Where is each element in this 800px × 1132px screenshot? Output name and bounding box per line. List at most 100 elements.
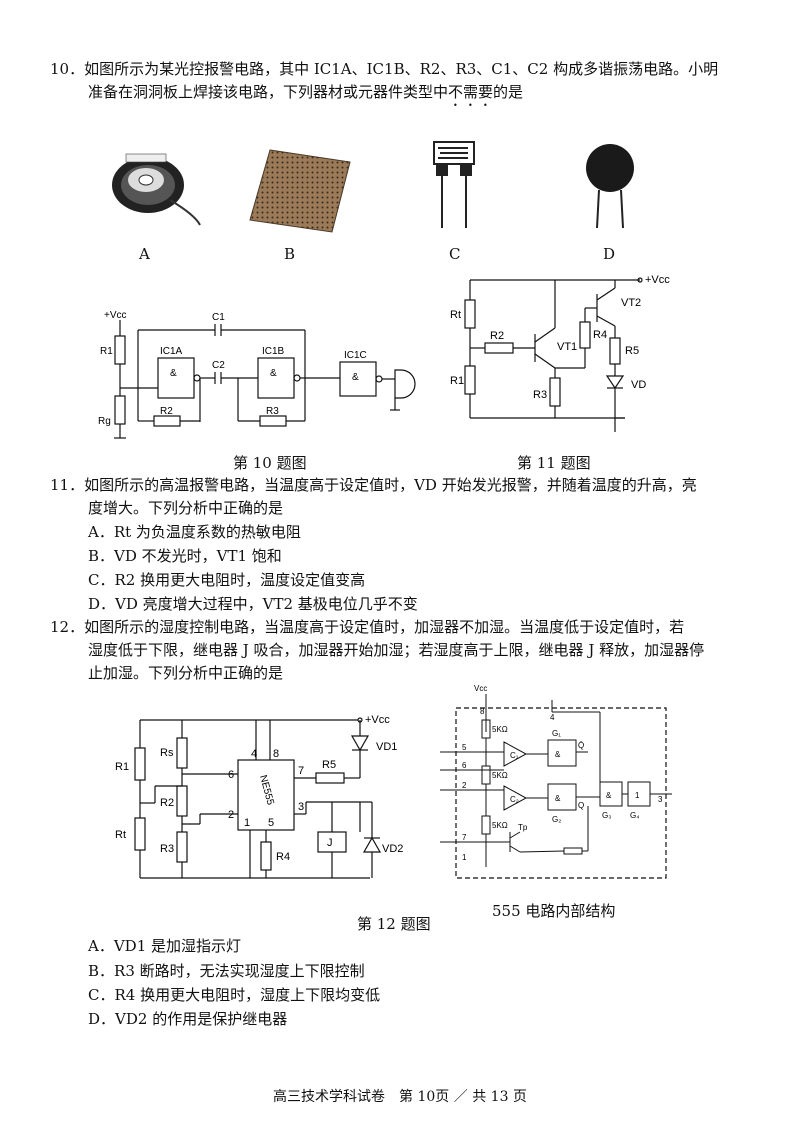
fig12-rt-label: Rt	[115, 829, 126, 841]
q10-component-pictures	[112, 141, 634, 233]
fig12-pin2: 2	[228, 809, 234, 821]
choice-d-label: D	[603, 245, 616, 263]
ne555-not-g4: 1	[635, 791, 640, 800]
fig12-r3-label: R3	[160, 843, 174, 855]
fig12-vcc-label: +Vcc	[365, 714, 390, 726]
fig12-r1-label: R1	[115, 761, 129, 773]
fig12-caption: 第 12 题图	[357, 915, 431, 933]
fig11-r5-label: R5	[625, 345, 639, 357]
fig10-vcc-label: +Vcc	[104, 310, 127, 321]
fig10-rg-label: Rg	[98, 416, 111, 427]
ne555-qbar: Q̄	[578, 741, 584, 750]
fig10-and-c: &	[352, 372, 359, 383]
fig10-circuit: +Vcc R1 Rg C1 C2 R2 R3 IC1A IC1B IC1C & …	[98, 310, 416, 439]
ne555-res-1: 5KΩ	[492, 725, 508, 734]
ne555-pin8: 8	[480, 707, 485, 716]
q10-line1: 10．如图所示为某光控报警电路，其中 IC1A、IC1B、R2、R3、C1、C2…	[50, 60, 719, 78]
q11-option-c: C．R2 换用更大电阻时，温度设定值变高	[88, 571, 366, 589]
ne555-pin2: 2	[462, 781, 467, 790]
q12-option-d: D．VD2 的作用是保护继电器	[88, 1010, 288, 1028]
ne555-q: Q	[578, 801, 584, 810]
q10-line2-post: 的是	[493, 83, 524, 101]
fig11-r2-label: R2	[490, 330, 504, 342]
ne555-res-3: 5KΩ	[492, 821, 508, 830]
fig11-r3-label: R3	[533, 389, 547, 401]
fig12-pin8: 8	[273, 748, 279, 760]
choice-c-label: C	[449, 245, 461, 263]
ne555-gate-g4: G₄	[630, 811, 640, 820]
fig12-pin1: 1	[244, 817, 250, 829]
q10-line2: 准备在洞洞板上焊接该电路，下列器材或元器件类型中不需要的是	[88, 81, 523, 110]
solder-spool-image	[112, 153, 201, 226]
fig11-vcc-label: +Vcc	[645, 274, 670, 286]
ne555-internal-diagram: Vcc 8 4 5 6 2 7 1 3 5KΩ 5KΩ 5KΩ C₁ C₂ G₁…	[440, 684, 672, 879]
fig10-c2-label: C2	[212, 360, 225, 371]
fig12-pin5: 5	[268, 817, 274, 829]
q11-option-b: B．VD 不发光时，VT1 饱和	[88, 547, 282, 565]
fig12-pin3: 3	[298, 801, 304, 813]
ne555-pin1: 1	[462, 853, 467, 862]
fig10-ic1a-label: IC1A	[160, 346, 183, 357]
fig11-caption: 第 11 题图	[517, 454, 591, 472]
ne555-pin3: 3	[658, 795, 663, 804]
thermistor-image	[586, 144, 634, 229]
ne555-and-g3: &	[606, 791, 612, 800]
fig11-rt-label: Rt	[450, 309, 461, 321]
ne555-pin5: 5	[462, 743, 467, 752]
fig11-vt1-label: VT1	[557, 341, 577, 353]
fig12-vd1-label: VD1	[376, 741, 397, 753]
ne555-gate-g3: G₃	[602, 811, 611, 820]
q12-option-c: C．R4 换用更大电阻时，湿度上下限均变低	[88, 986, 381, 1004]
fig11-r1-label: R1	[450, 375, 464, 387]
q11-line2: 度增大。下列分析中正确的是	[88, 499, 284, 517]
q12-line3: 止加湿。下列分析中正确的是	[88, 664, 284, 682]
fig10-ic1c-label: IC1C	[344, 350, 367, 361]
fig11-vd-label: VD	[631, 379, 646, 391]
fig12-r2-label: R2	[160, 797, 174, 809]
ne555-comparator-c1: C₁	[510, 751, 519, 760]
fig12-relay-label: J	[327, 837, 333, 849]
fig12-r5-label: R5	[322, 759, 336, 771]
choice-b-label: B	[284, 245, 296, 263]
q11-option-a: A．Rt 为负温度系数的热敏电阻	[88, 523, 301, 541]
q12-option-b: B．R3 断路时，无法实现湿度上下限控制	[88, 962, 365, 980]
ne555-gate-g1: G₁	[552, 729, 561, 738]
ne555-vcc: Vcc	[474, 684, 487, 693]
fig10-c1-label: C1	[212, 312, 225, 323]
ne555-pin4: 4	[550, 713, 555, 722]
q11-line1: 11．如图所示的高温报警电路，当温度高于设定值时，VD 开始发光报警，并随着温度…	[50, 476, 697, 494]
ne555-and-g1: &	[555, 750, 561, 759]
fig12-circuit: +Vcc R1 Rt Rs R2 R3 R4 R5 VD1 VD2 J NE55…	[115, 714, 403, 879]
ne555-pin6: 6	[462, 761, 467, 770]
photoresistor-image	[433, 141, 475, 228]
ne555-res-2: 5KΩ	[492, 771, 508, 780]
choice-a-label: A	[139, 245, 150, 263]
fig12-r4-label: R4	[276, 851, 290, 863]
fig11-circuit: +Vcc Rt R1 R2 R3 R4 R5 VT1 VT2 VD	[450, 274, 670, 432]
q10-line2-emphasis: 不需要	[448, 83, 494, 101]
fig10-r2-label: R2	[160, 406, 173, 417]
fig12-pin4: 4	[251, 748, 257, 760]
ne555-caption: 555 电路内部结构	[492, 902, 616, 920]
q12-line2: 湿度低于下限，继电器 J 吸合，加湿器开始加湿；若湿度高于上限，继电器 J 释放…	[88, 641, 705, 659]
fig10-ic1b-label: IC1B	[262, 346, 285, 357]
ne555-tp: Tp	[518, 823, 528, 832]
fig12-pin6: 6	[228, 769, 234, 781]
q10-line2-pre: 准备在洞洞板上焊接该电路，下列器材或元器件类型中	[88, 83, 449, 101]
fig11-vt2-label: VT2	[621, 297, 641, 309]
fig10-r1-label: R1	[100, 346, 113, 357]
fig11-r4-label: R4	[593, 329, 607, 341]
q12-line1: 12．如图所示的湿度控制电路，当温度高于设定值时，加湿器不加湿。当温度低于设定值…	[50, 618, 685, 636]
ne555-comparator-c2: C₂	[510, 795, 519, 804]
perfboard-image	[249, 149, 351, 233]
fig10-r3-label: R3	[266, 406, 279, 417]
q11-option-d: D．VD 亮度增大过程中，VT2 基极电位几乎不变	[88, 595, 418, 613]
ne555-and-g2: &	[555, 794, 561, 803]
fig12-chip-label: NE555	[257, 774, 276, 807]
q12-option-a: A．VD1 是加湿指示灯	[88, 937, 242, 955]
fig10-and-a: &	[170, 368, 177, 379]
ne555-pin7: 7	[462, 833, 467, 842]
fig10-and-b: &	[270, 368, 277, 379]
fig12-rs-label: Rs	[160, 747, 174, 759]
ne555-gate-g2: G₂	[552, 815, 561, 824]
